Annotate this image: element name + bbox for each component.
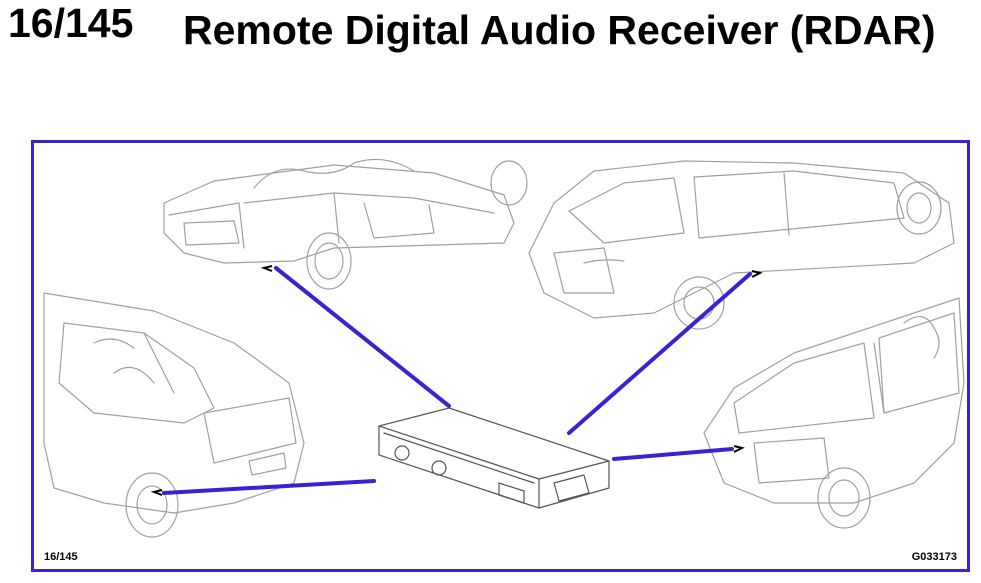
car-sedan	[43, 292, 305, 538]
vehicle-location-diagram	[43, 158, 965, 538]
diagram-frame: 16/145 G033173	[31, 140, 970, 572]
car-hatchback	[528, 160, 955, 330]
figure-code: G033173	[911, 551, 957, 563]
car-convertible	[163, 158, 528, 290]
rdar-module	[378, 407, 610, 509]
page-title: Remote Digital Audio Receiver (RDAR)	[183, 7, 936, 53]
page-number: 16/145	[8, 0, 134, 46]
car-estate	[703, 297, 965, 529]
figure-reference: 16/145	[44, 551, 78, 563]
